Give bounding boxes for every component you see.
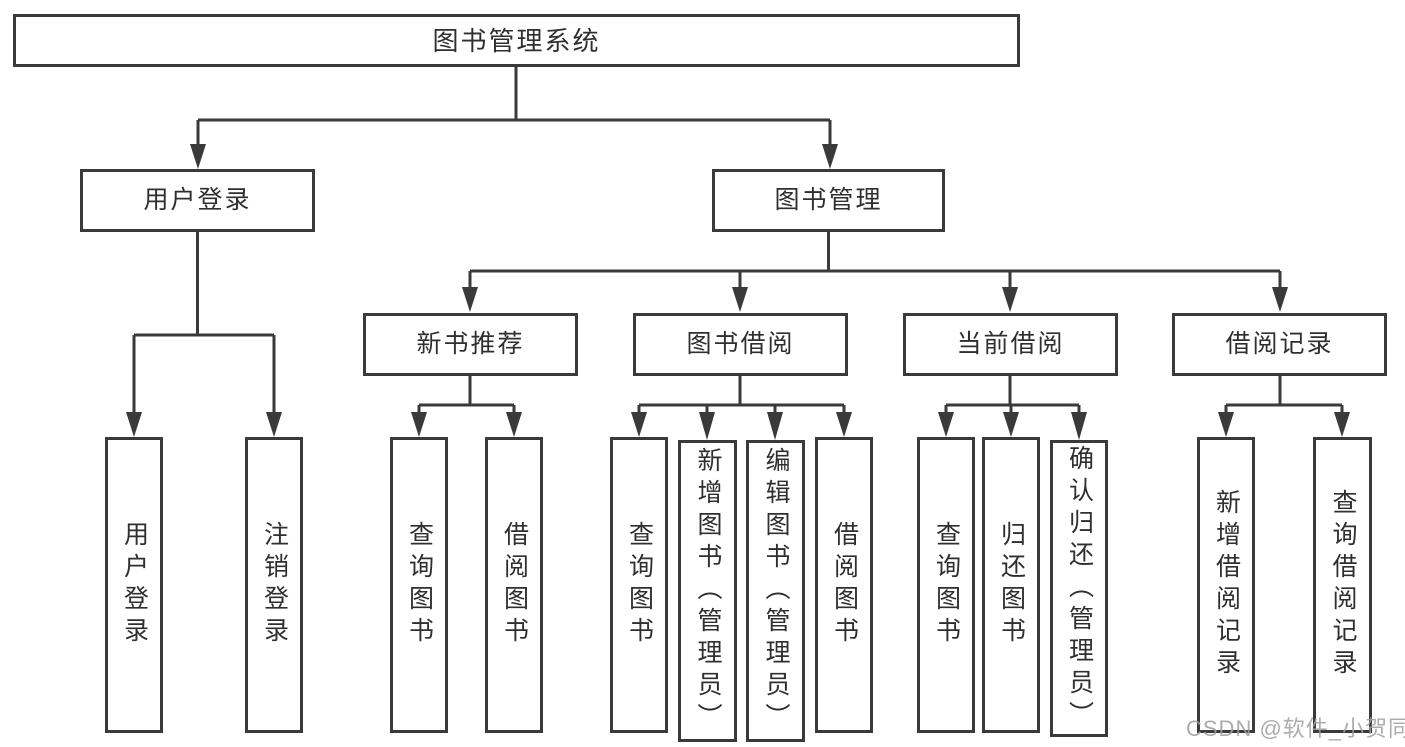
leaf-recommend-query-book-label: 查询图书 <box>405 521 434 649</box>
leaf-borrow-borrow-book-label: 借阅图书 <box>830 521 859 649</box>
csdn-watermark: CSDN @软件_小贺同学 <box>1186 716 1405 741</box>
node-borrow-records: 借阅记录 <box>1172 313 1387 376</box>
leaf-recommend-query-book: 查询图书 <box>390 437 448 733</box>
node-book-management-label: 图书管理 <box>774 186 883 214</box>
leaf-borrow-add-book-admin-label: 新增图书（管理员） <box>694 447 722 735</box>
node-user-login: 用户登录 <box>80 169 315 232</box>
leaf-current-query-book-label: 查询图书 <box>932 521 961 649</box>
leaf-user-login-label: 用户登录 <box>120 521 149 649</box>
leaf-current-return-book-label: 归还图书 <box>997 521 1026 649</box>
leaf-current-query-book: 查询图书 <box>917 437 975 733</box>
leaf-current-return-book: 归还图书 <box>982 437 1040 733</box>
leaf-borrow-edit-book-admin-label: 编辑图书（管理员） <box>762 447 790 735</box>
leaf-records-add-record-label: 新增借阅记录 <box>1212 489 1241 681</box>
leaf-current-confirm-return-admin-label: 确认归还（管理员） <box>1065 444 1094 733</box>
node-new-book-recommend-label: 新书推荐 <box>416 330 525 358</box>
leaf-records-query-record-label: 查询借阅记录 <box>1329 489 1357 681</box>
leaf-borrow-borrow-book: 借阅图书 <box>815 437 873 733</box>
leaf-borrow-add-book-admin: 新增图书（管理员） <box>678 440 737 742</box>
leaf-records-query-record: 查询借阅记录 <box>1313 437 1372 733</box>
node-borrow-records-label: 借阅记录 <box>1225 330 1334 358</box>
node-root-label: 图书管理系统 <box>432 25 601 56</box>
node-user-login-label: 用户登录 <box>143 186 252 214</box>
leaf-current-confirm-return-admin: 确认归还（管理员） <box>1050 440 1108 737</box>
leaf-logout: 注销登录 <box>245 437 303 733</box>
leaf-borrow-edit-book-admin: 编辑图书（管理员） <box>746 440 805 742</box>
leaf-borrow-query-book: 查询图书 <box>610 437 668 733</box>
leaf-logout-label: 注销登录 <box>260 521 289 649</box>
leaf-recommend-borrow-book-label: 借阅图书 <box>500 521 529 649</box>
leaf-recommend-borrow-book: 借阅图书 <box>485 437 543 733</box>
node-current-borrow: 当前借阅 <box>903 313 1118 376</box>
leaf-borrow-query-book-label: 查询图书 <box>625 521 654 649</box>
node-book-management: 图书管理 <box>712 169 945 232</box>
node-book-borrow-label: 图书借阅 <box>686 330 795 358</box>
leaf-records-add-record: 新增借阅记录 <box>1197 437 1255 733</box>
node-current-borrow-label: 当前借阅 <box>956 330 1065 358</box>
leaf-user-login: 用户登录 <box>105 437 163 733</box>
node-root: 图书管理系统 <box>13 14 1020 67</box>
node-book-borrow: 图书借阅 <box>633 313 848 376</box>
node-new-book-recommend: 新书推荐 <box>363 313 578 376</box>
